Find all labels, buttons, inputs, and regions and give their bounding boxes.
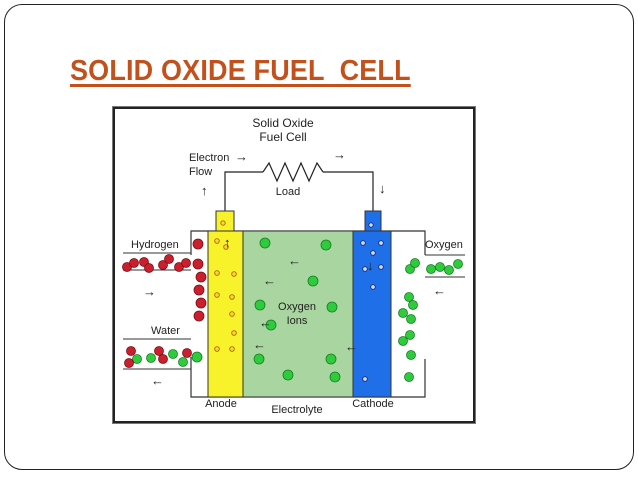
hydrogen-label: Hydrogen — [131, 239, 179, 251]
cathode-arrow-down: ↓ — [367, 258, 374, 273]
oxygen-label: Oxygen — [425, 239, 463, 251]
cathode-label: Cathode — [352, 398, 394, 410]
electron-flow-label-line1: Electron — [189, 152, 229, 164]
anode-arrow-up: ↑ — [224, 235, 231, 250]
ion-arrow-2: ← — [263, 273, 276, 288]
fuel-cell-diagram: Solid Oxide Fuel Cell Load Electron Flow… — [122, 116, 465, 416]
water-label: Water — [151, 325, 180, 337]
oxygen-inlet-pipe — [425, 254, 465, 278]
ion-arrows: ← ← ← ← ← — [253, 253, 358, 354]
load-label: Load — [276, 186, 300, 198]
cathode-layer — [352, 230, 392, 398]
hydrogen-inlet-arrow: → — [143, 284, 156, 299]
electron-arrow-down: ↓ — [379, 181, 386, 196]
oxygen-molecules — [398, 258, 463, 382]
diagram-title-line2: Fuel Cell — [259, 130, 306, 144]
electron-arrow-right-2: → — [333, 147, 346, 162]
ion-arrow-1: ← — [288, 253, 301, 268]
electron-arrow-right-1: → — [235, 149, 248, 164]
electrolyte-label: Electrolyte — [271, 404, 322, 416]
ion-arrow-4: ← — [253, 337, 266, 352]
anode-particles — [214, 220, 237, 352]
water-molecules — [124, 346, 203, 368]
electron-arrow-up: ↑ — [201, 183, 208, 198]
anode-layer — [207, 230, 244, 398]
cathode-terminal — [364, 210, 382, 234]
cathode-particles — [360, 222, 384, 382]
slide-title: SOLID OXIDE FUEL CELL — [70, 55, 411, 87]
diagram-title-line1: Solid Oxide — [252, 116, 314, 130]
oxygen-inlet-arrow: ← — [433, 283, 446, 298]
anode-label: Anode — [205, 398, 237, 410]
ion-arrow-5: ← — [345, 339, 358, 354]
oxygen-ions — [253, 237, 341, 383]
water-outlet-arrow: ← — [151, 373, 164, 388]
circuit-wire-right — [323, 171, 374, 211]
ion-arrow-3: ← — [259, 315, 272, 330]
oxygen-ions-label-line1: Oxygen — [278, 301, 316, 313]
load-resistor — [262, 161, 324, 183]
oxygen-ions-label-line2: Ions — [287, 315, 308, 327]
electron-flow-label-line2: Flow — [189, 166, 212, 178]
circuit-wire-left — [224, 171, 263, 211]
water-outlet-pipe — [123, 338, 191, 370]
hydrogen-molecules — [122, 238, 207, 322]
